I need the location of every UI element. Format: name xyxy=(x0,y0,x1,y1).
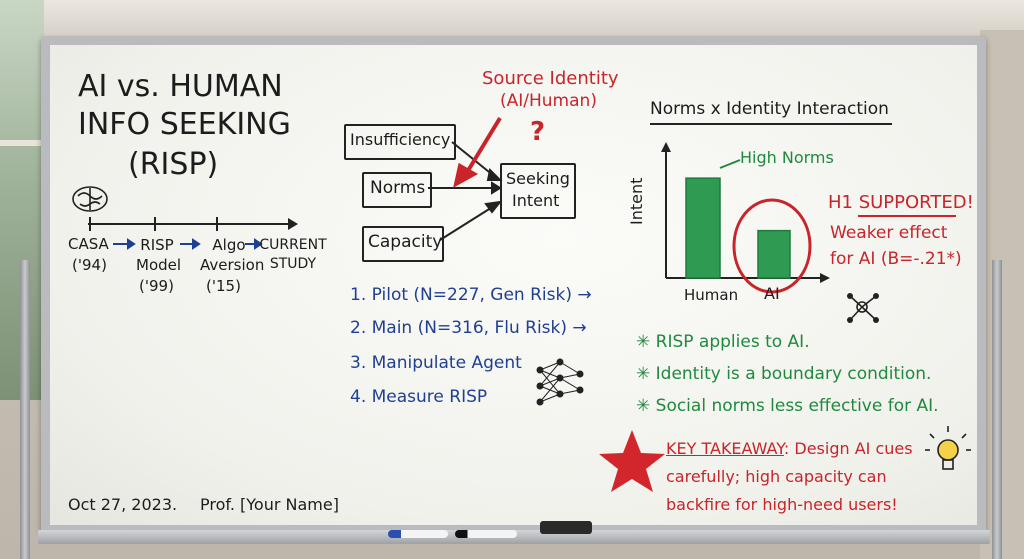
timeline-algo: Algo Aversion xyxy=(200,236,265,274)
takeaway-label: KEY TAKEAWAY: Design AI cues xyxy=(666,440,913,458)
footer-date: Oct 27, 2023. xyxy=(68,495,178,514)
takeaway-line-1: : Design AI cues xyxy=(783,439,913,458)
whiteboard-eraser[interactable] xyxy=(540,521,592,534)
finding-2: ✳ Identity is a boundary condition. xyxy=(636,364,932,384)
x-label-ai: AI xyxy=(764,284,780,303)
takeaway-key: KEY TAKEAWAY xyxy=(666,439,784,458)
black-marker[interactable] xyxy=(455,530,517,538)
h1-supported: H1 SUPPORTED! xyxy=(828,192,974,213)
footer-prof: Prof. [Your Name] xyxy=(200,495,339,514)
timeline-current: CURRENT STUDY xyxy=(259,237,327,272)
step-3: 3. Manipulate Agent xyxy=(350,353,522,373)
takeaway-line-2: carefully; high capacity can xyxy=(666,467,887,486)
insufficiency-label: Insufficiency xyxy=(350,130,451,149)
chart-heading: Norms x Identity Interaction xyxy=(650,99,889,119)
finding-1: ✳ RISP applies to AI. xyxy=(636,332,810,352)
norms-label: Norms xyxy=(370,178,426,198)
title-line-3: (RISP) xyxy=(128,147,219,182)
step-2: 2. Main (N=316, Flu Risk) → xyxy=(350,318,587,338)
stand-leg-left xyxy=(20,260,30,559)
timeline-casa-year: ('94) xyxy=(72,256,107,274)
ceiling xyxy=(0,0,1024,36)
source-identity-sub: (AI/Human) xyxy=(500,91,597,111)
x-label-human: Human xyxy=(684,286,739,304)
step-1: 1. Pilot (N=227, Gen Risk) → xyxy=(350,285,592,305)
takeaway-line-3: backfire for high-need users! xyxy=(666,495,898,514)
timeline-risp: RISP Model xyxy=(136,236,182,274)
timeline-risp-year: ('99) xyxy=(139,277,174,295)
effect-line-1: Weaker effect xyxy=(830,223,948,243)
blue-marker[interactable] xyxy=(388,530,448,538)
source-identity-label: Source Identity xyxy=(482,68,619,89)
chart-ylabel: Intent xyxy=(627,177,646,225)
wall xyxy=(980,30,1024,559)
capacity-label: Capacity xyxy=(368,232,443,252)
intent-label: Intent xyxy=(512,191,560,210)
effect-line-2: for AI (B=-.21*) xyxy=(830,249,962,269)
stand-leg-right xyxy=(992,260,1002,559)
question-mark: ? xyxy=(530,117,546,147)
high-norms-label: High Norms xyxy=(740,148,834,167)
norms-box xyxy=(362,172,432,208)
whiteboard xyxy=(50,45,977,525)
seeking-label: Seeking xyxy=(506,169,570,188)
step-4: 4. Measure RISP xyxy=(350,387,488,407)
title-line-1: AI vs. HUMAN xyxy=(78,69,283,104)
timeline-algo-year: ('15) xyxy=(206,277,241,295)
capacity-box xyxy=(362,226,444,262)
finding-3: ✳ Social norms less effective for AI. xyxy=(636,396,939,416)
title-line-2: INFO SEEKING xyxy=(78,107,291,142)
timeline-casa: CASA xyxy=(68,235,109,253)
